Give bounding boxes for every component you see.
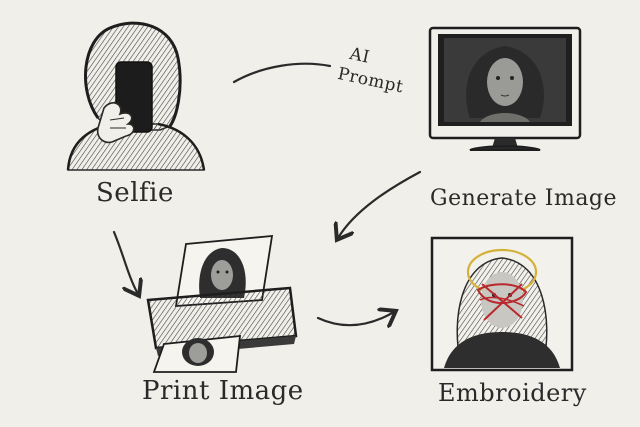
node-label-print: Print Image <box>142 376 304 406</box>
arrow-selfie-to-generate <box>232 62 332 84</box>
arrow-selfie-to-print <box>112 230 138 294</box>
monitor-illustration <box>428 26 582 151</box>
flow-arrows <box>112 62 422 325</box>
arrow-generate-to-print <box>338 170 422 238</box>
node-label-generate: Generate Image <box>430 186 618 211</box>
edge-label-ai: AI <box>347 44 372 68</box>
embroidery-illustration <box>430 236 574 372</box>
arrow-print-to-embroidery <box>316 312 394 325</box>
selfie-illustration <box>66 21 206 171</box>
node-label-embroidery: Embroidery <box>438 379 587 407</box>
printer-illustration <box>146 234 298 373</box>
node-label-selfie: Selfie <box>96 178 174 208</box>
